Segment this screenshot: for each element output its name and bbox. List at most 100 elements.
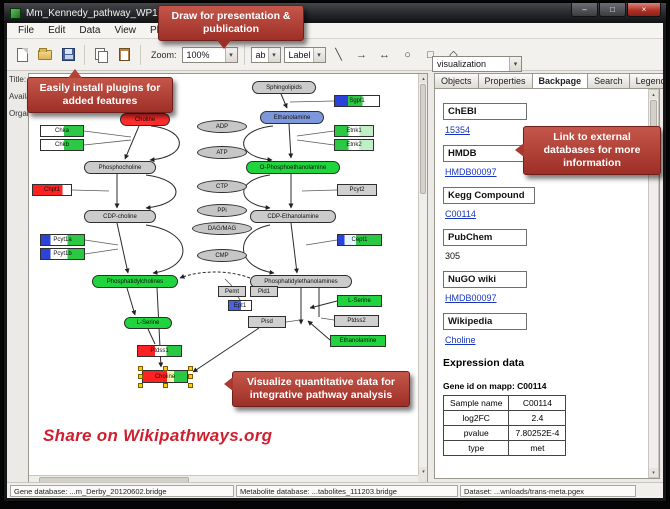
ellipse-tool-button[interactable]: ○: [404, 48, 411, 61]
selection-handle[interactable]: [138, 374, 143, 379]
selection-handle[interactable]: [138, 383, 143, 388]
scrollbar-thumb[interactable]: [420, 84, 426, 194]
scroll-up-button[interactable]: ▴: [649, 90, 658, 99]
minimize-button[interactable]: –: [571, 3, 598, 17]
selection-handle[interactable]: [163, 383, 168, 388]
tab-objects[interactable]: Objects: [434, 73, 479, 89]
gene-node[interactable]: Pisd: [248, 316, 286, 328]
metabolite-node[interactable]: Ethanolamine: [260, 111, 324, 124]
metabolite-node[interactable]: Phosphatidylcholines: [92, 275, 178, 288]
connector-tool-button[interactable]: ↔: [379, 48, 391, 61]
selection-handle[interactable]: [188, 383, 193, 388]
selection-handle[interactable]: [163, 366, 168, 371]
callout-draw-presentation: Draw for presentation & publication: [158, 5, 304, 50]
menu-edit[interactable]: Edit: [48, 25, 66, 36]
chebi-id-link[interactable]: 15354: [445, 125, 471, 135]
rectangle-tool-button[interactable]: □: [427, 48, 434, 61]
visualization-combobox[interactable]: visualization ▾: [432, 56, 522, 72]
gene-node[interactable]: Ept1: [228, 300, 252, 311]
gene-node[interactable]: Cept1: [337, 234, 382, 246]
metabolite-node[interactable]: PPi: [197, 204, 247, 217]
gene-node[interactable]: Etnk1: [334, 125, 374, 137]
gene-node[interactable]: Pld1: [250, 286, 278, 297]
copy-icon: [95, 48, 108, 63]
copy-button[interactable]: [91, 45, 111, 65]
scroll-down-button[interactable]: ▾: [649, 468, 658, 477]
close-button[interactable]: ×: [627, 3, 661, 17]
gene-node[interactable]: Sgpl1: [334, 95, 380, 107]
metabolite-node[interactable]: ATP: [197, 146, 247, 159]
gene-node[interactable]: Ptdss1: [137, 345, 182, 357]
metabolite-node[interactable]: L-Serine: [124, 317, 172, 329]
chevron-down-icon[interactable]: ▾: [509, 57, 521, 71]
chevron-down-icon[interactable]: ▾: [224, 47, 237, 62]
callout-arrow-icon: [217, 40, 231, 50]
metabolite-node[interactable]: Ethanolamine: [330, 335, 386, 347]
paste-button[interactable]: [114, 45, 134, 65]
wikipedia-link[interactable]: Choline: [445, 335, 476, 345]
tab-properties[interactable]: Properties: [478, 73, 533, 89]
kegg-id-link[interactable]: C00114: [445, 209, 476, 219]
metabolite-node[interactable]: DAG/MAG: [192, 222, 252, 235]
section-header-kegg: Kegg Compound: [443, 187, 535, 204]
callout-arrow-icon: [224, 377, 233, 391]
selected-metabolite-node[interactable]: Choline: [142, 370, 188, 383]
gene-node[interactable]: Pemt: [218, 286, 246, 297]
metabolite-node[interactable]: Phosphocholine: [84, 161, 156, 174]
metabolite-node[interactable]: CTP: [197, 180, 247, 193]
gene-node[interactable]: Pcyt2: [337, 184, 377, 196]
menu-data[interactable]: Data: [79, 25, 101, 36]
chevron-down-icon[interactable]: ▾: [312, 47, 325, 62]
tab-search[interactable]: Search: [588, 73, 630, 89]
gene-node[interactable]: Ptdss2: [334, 315, 379, 327]
zoom-combobox[interactable]: 100% ▾: [181, 46, 238, 63]
selection-handle[interactable]: [188, 366, 193, 371]
metabolite-node[interactable]: CDP-Ethanolamine: [250, 210, 336, 223]
canvas-vertical-scrollbar[interactable]: ▴ ▾: [418, 74, 427, 476]
metabolite-node[interactable]: Sphingolipids: [252, 81, 316, 94]
gene-node[interactable]: Pcyt1a: [40, 234, 85, 246]
scroll-up-button[interactable]: ▴: [419, 74, 427, 83]
tab-legend[interactable]: Legend: [629, 73, 663, 89]
open-file-button[interactable]: [35, 45, 55, 65]
title-bar[interactable]: Mm_Kennedy_pathway_WP1771_45176.gpml – □…: [4, 3, 666, 23]
chevron-down-icon[interactable]: ▾: [267, 47, 280, 62]
hmdb-id-link[interactable]: HMDB00097: [445, 167, 497, 177]
gene-node[interactable]: Etnk2: [334, 139, 374, 151]
table-row: log2FC 2.4: [442, 410, 567, 426]
datanode-type-combobox[interactable]: ab ▾: [250, 46, 281, 63]
metabolite-node[interactable]: L-Serine: [337, 295, 382, 307]
save-button[interactable]: [58, 45, 78, 65]
nugo-id-link[interactable]: HMDB00097: [445, 293, 497, 303]
new-file-icon: [16, 47, 28, 62]
side-panel-tabs: Objects Properties Backpage Search Legen…: [434, 73, 663, 89]
label-tool-combobox[interactable]: Label ▾: [283, 46, 326, 63]
shape-tool-button[interactable]: ◇: [449, 49, 458, 61]
menu-view[interactable]: View: [114, 25, 136, 36]
datanode-type-value: ab: [255, 49, 266, 60]
gene-node[interactable]: Chpt1: [32, 184, 72, 196]
gene-node[interactable]: Pcyt1b: [40, 248, 85, 260]
menu-file[interactable]: File: [18, 25, 35, 36]
scroll-down-button[interactable]: ▾: [419, 467, 427, 476]
new-file-button[interactable]: [12, 45, 32, 65]
table-row: type met: [442, 440, 567, 456]
metabolite-node[interactable]: CMP: [197, 249, 247, 262]
line-tool-button[interactable]: ╲: [335, 49, 342, 61]
metabolite-node[interactable]: Phosphatidylethanolamines: [250, 275, 352, 288]
tab-backpage[interactable]: Backpage: [532, 73, 589, 89]
metabolite-node[interactable]: O-Phosphoethanolamine: [246, 161, 340, 174]
table-cell: pvalue: [442, 425, 510, 441]
arrow-tool-button[interactable]: →: [356, 48, 368, 61]
metabolite-node[interactable]: ADP: [197, 120, 247, 133]
maximize-button[interactable]: □: [599, 3, 626, 17]
metabolite-node[interactable]: CDP-choline: [84, 210, 156, 223]
toolbar: Zoom: 100% ▾ ab ▾ Label ▾ ╲ → ↔ ○ □: [7, 39, 663, 71]
pathway-canvas[interactable]: Sphingolipids Sgpl1 Ethanolamine Etnk1 E…: [28, 73, 428, 485]
table-cell: met: [508, 440, 567, 456]
metabolite-node[interactable]: Choline: [120, 113, 170, 126]
selection-handle[interactable]: [138, 366, 143, 371]
selection-handle[interactable]: [188, 374, 193, 379]
gene-node[interactable]: Chka: [40, 125, 84, 137]
gene-node[interactable]: Chkb: [40, 139, 84, 151]
